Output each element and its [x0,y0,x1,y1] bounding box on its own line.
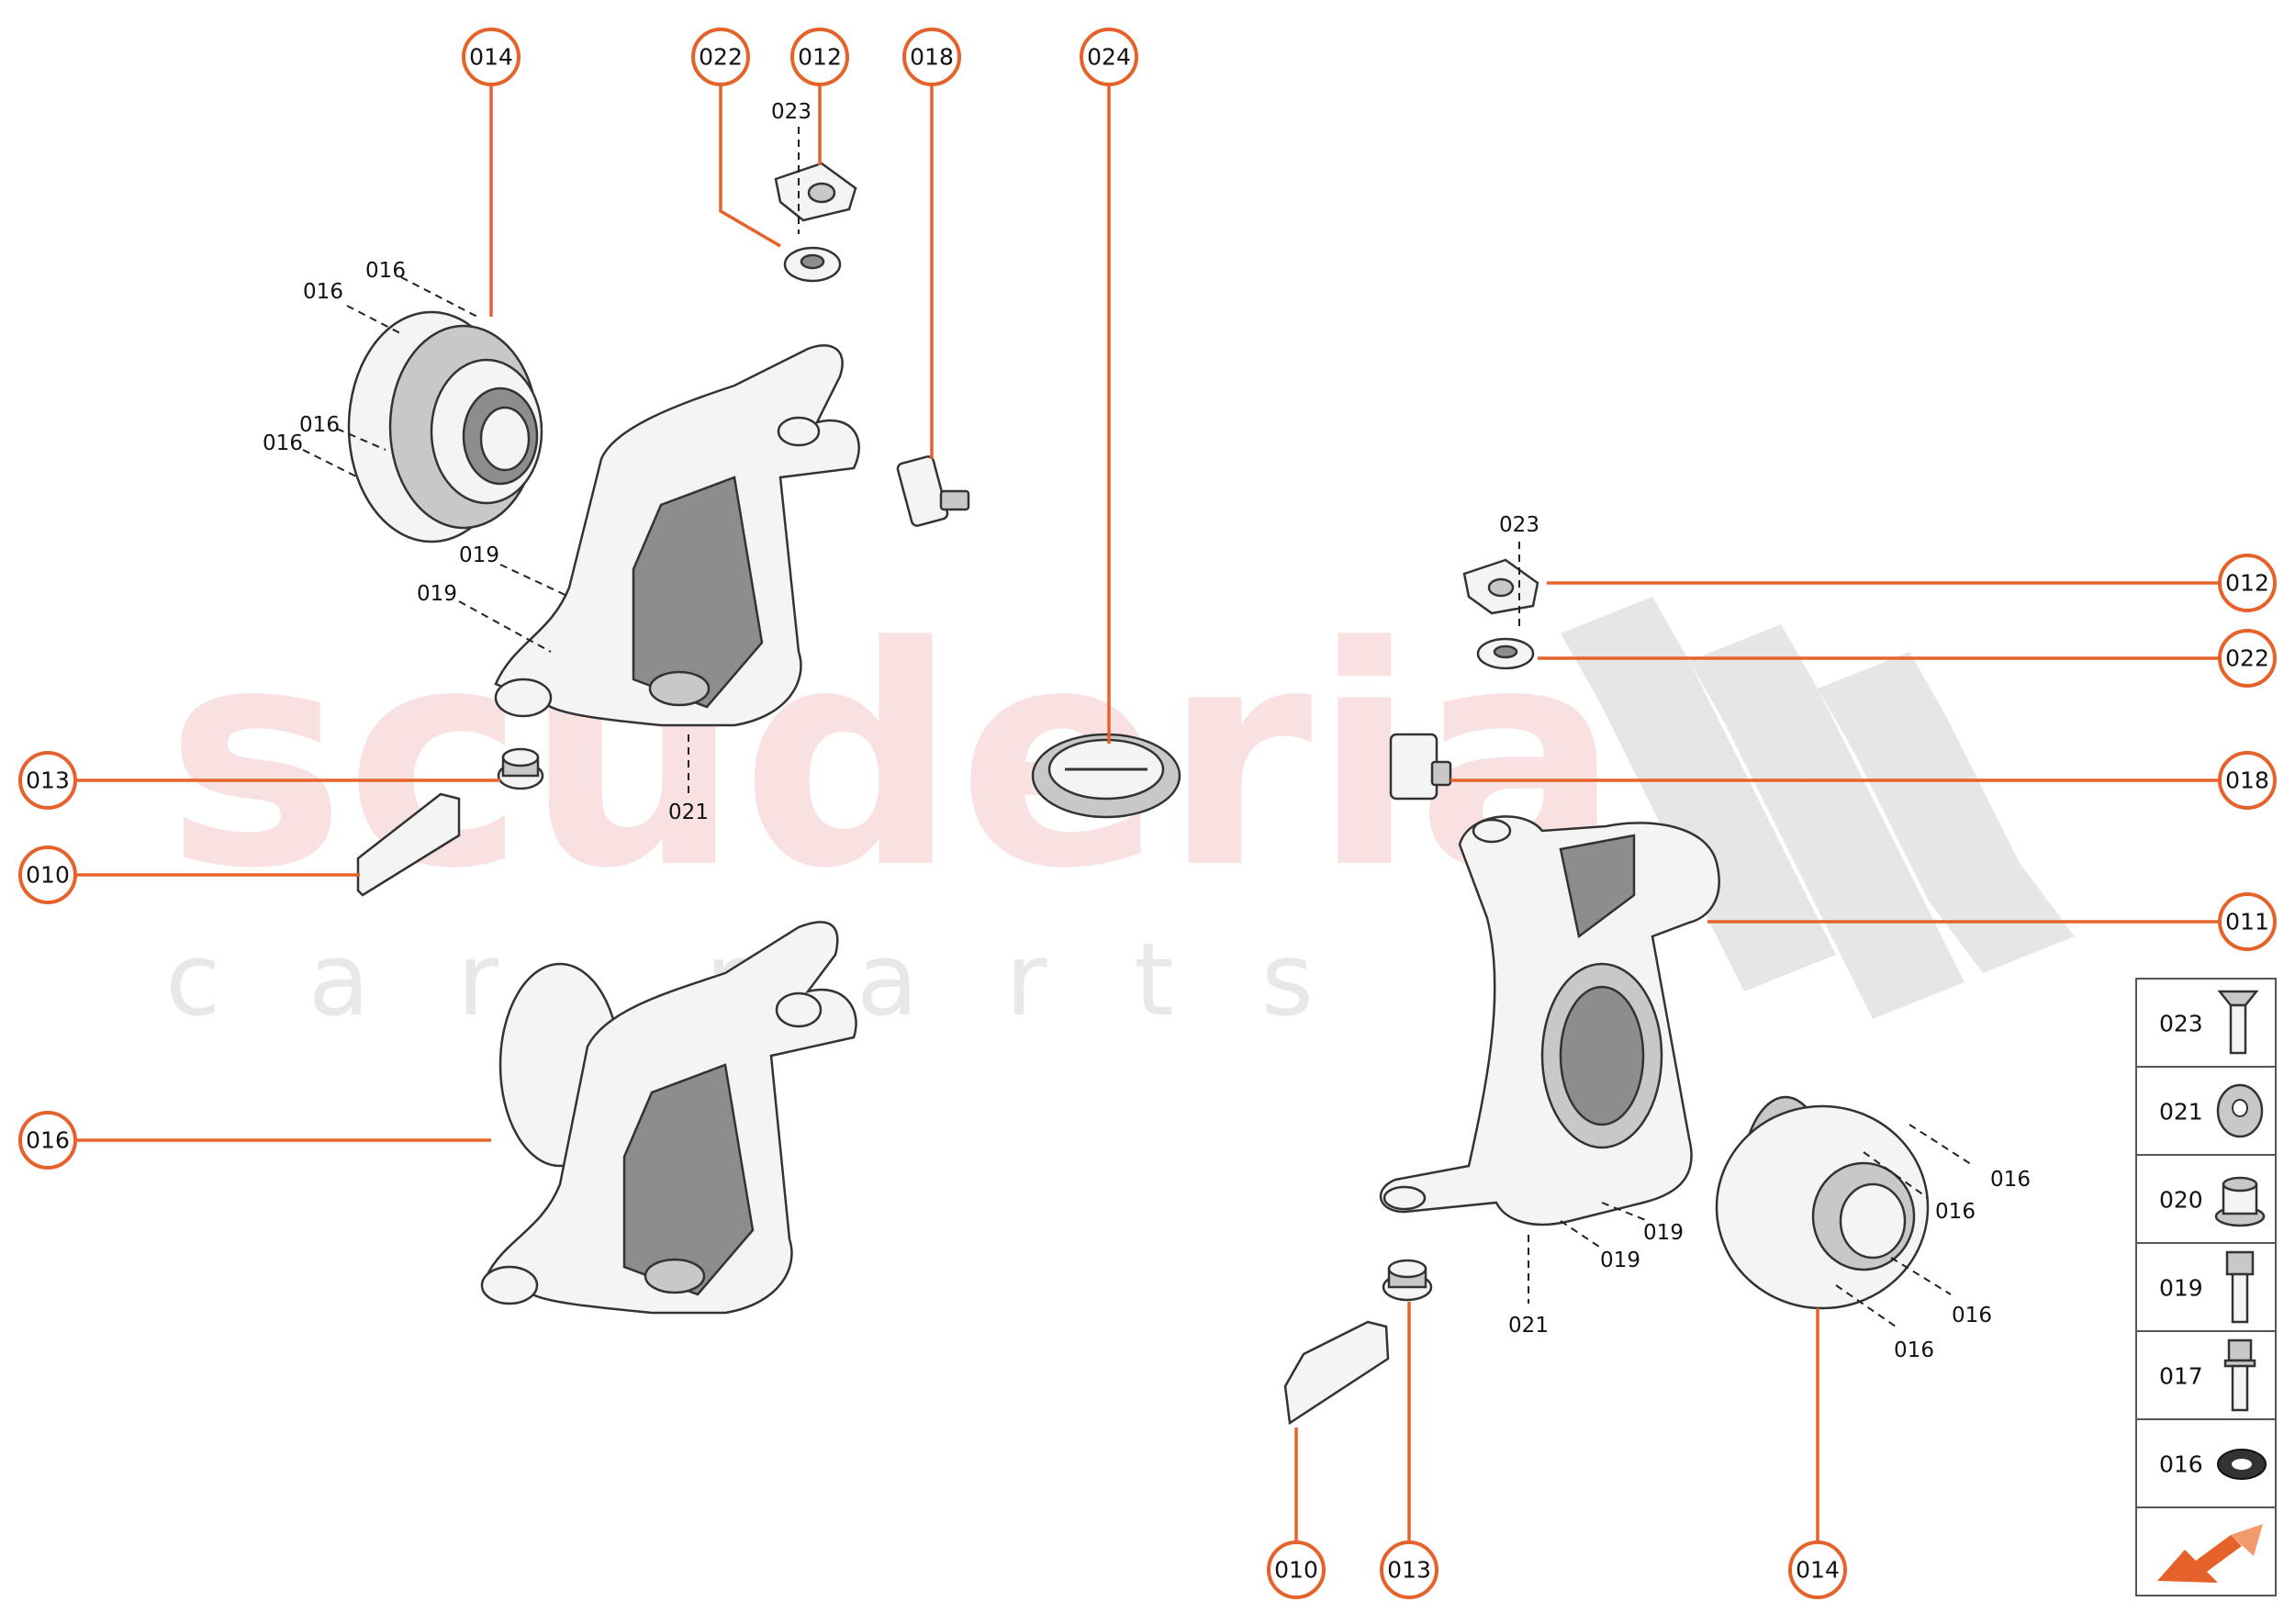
label-016: 016 [1894,1338,1934,1362]
legend-row[interactable]: 016 [2135,1418,2277,1508]
callout-022-right[interactable]: 022 [2218,629,2277,688]
shim-plate-left [356,792,461,897]
label-016: 016 [263,431,303,455]
callout-014-bottom-label: 014 [1796,1557,1840,1584]
label-019: 019 [1600,1249,1640,1272]
legend-code: 020 [2159,1187,2203,1214]
label-021: 021 [668,801,709,824]
flange-bolt-icon [2223,1338,2256,1412]
legend-row[interactable]: 019 [2135,1242,2277,1332]
callout-013-bottom-label: 013 [1387,1557,1431,1584]
legend-row[interactable]: 021 [2135,1066,2277,1156]
watermark-brand: scuderia [165,582,1621,935]
callout-010-left[interactable]: 010 [18,846,77,904]
label-016: 016 [365,259,406,283]
callout-018-top[interactable]: 018 [902,28,961,86]
legend-row[interactable]: 017 [2135,1330,2277,1420]
callout-014-top[interactable]: 014 [462,28,521,86]
label-016: 016 [299,413,340,437]
label-023: 023 [1499,513,1539,537]
wheel-hub-right [1715,1095,1930,1310]
callout-024-top-label: 024 [1087,44,1131,71]
sleeve-right [1382,1259,1433,1302]
callout-016-left[interactable]: 016 [18,1111,77,1170]
legend-nav-arrow[interactable] [2135,1506,2277,1596]
callout-011-right[interactable]: 011 [2218,892,2277,951]
label-019: 019 [417,582,457,606]
label-016: 016 [303,280,343,304]
dashed-leaders [302,127,1975,1327]
wave-washer-icon [2217,1449,2267,1480]
callout-018-top-label: 018 [910,44,954,71]
label-019: 019 [459,543,499,567]
callout-022-right-label: 022 [2225,645,2269,672]
legend-code: 016 [2159,1451,2203,1478]
legend-code: 017 [2159,1363,2203,1390]
flange-nut-icon [2214,1176,2266,1227]
callout-022-top[interactable]: 022 [691,28,750,86]
callout-010-bottom[interactable]: 010 [1267,1540,1326,1599]
sleeve-left [497,747,544,790]
sensor-top [896,455,970,527]
legend-code: 021 [2159,1099,2203,1126]
legend-code: 019 [2159,1275,2203,1302]
label-016: 016 [1935,1200,1976,1224]
callout-010-left-label: 010 [26,862,70,889]
callout-018-right[interactable]: 018 [2218,751,2277,810]
part-labels: 023 016 016 016 016 019 019 021 023 019 … [263,100,2031,1362]
callout-013-left[interactable]: 013 [18,751,77,810]
callout-022-top-label: 022 [699,44,743,71]
steering-knuckle-left-1 [494,344,860,727]
watermark: scuderia car parts [165,582,2075,1038]
callout-011-right-label: 011 [2225,909,2269,935]
shim-plate-right [1283,1320,1390,1426]
callout-014-top-label: 014 [469,44,513,71]
callout-013-bottom[interactable]: 013 [1380,1540,1439,1599]
hex-bolt-icon [2225,1250,2255,1324]
callout-024-top[interactable]: 024 [1080,28,1138,86]
label-021: 021 [1508,1314,1549,1338]
leader-lines [75,75,2220,1542]
legend-code: 023 [2159,1011,2203,1037]
dust-cover [1031,733,1181,819]
arrow-icon [2157,1524,2263,1583]
callout-016-left-label: 016 [26,1127,70,1154]
callout-012-right[interactable]: 012 [2218,554,2277,612]
callout-014-bottom[interactable]: 014 [1788,1540,1847,1599]
label-023: 023 [771,100,812,124]
sensor-right [1389,733,1452,801]
legend-row[interactable]: 023 [2135,978,2277,1068]
callout-012-top[interactable]: 012 [790,28,849,86]
callout-012-right-label: 012 [2225,570,2269,597]
callout-018-right-label: 018 [2225,767,2269,794]
steering-knuckle-left-2 [480,921,857,1315]
callout-010-bottom-label: 010 [1274,1557,1318,1584]
label-016: 016 [1952,1304,1992,1327]
bearing-cap-top [774,162,857,283]
countersunk-screw-icon [2217,990,2259,1055]
checkered-flag-watermark [1561,597,2075,1019]
legend-row[interactable]: 020 [2135,1154,2277,1244]
callouts: 014 022 012 018 024 012 022 018 011 013 … [18,28,2277,1599]
washer-icon [2216,1083,2264,1138]
fastener-legend: 023 021 020 019 [2135,978,2277,1596]
wheel-hub-left [347,310,543,543]
label-016: 016 [1990,1168,2031,1192]
callout-013-left-label: 013 [26,767,70,794]
callout-012-top-label: 012 [798,44,842,71]
steering-knuckle-right [1379,815,1720,1226]
label-019: 019 [1643,1221,1684,1245]
